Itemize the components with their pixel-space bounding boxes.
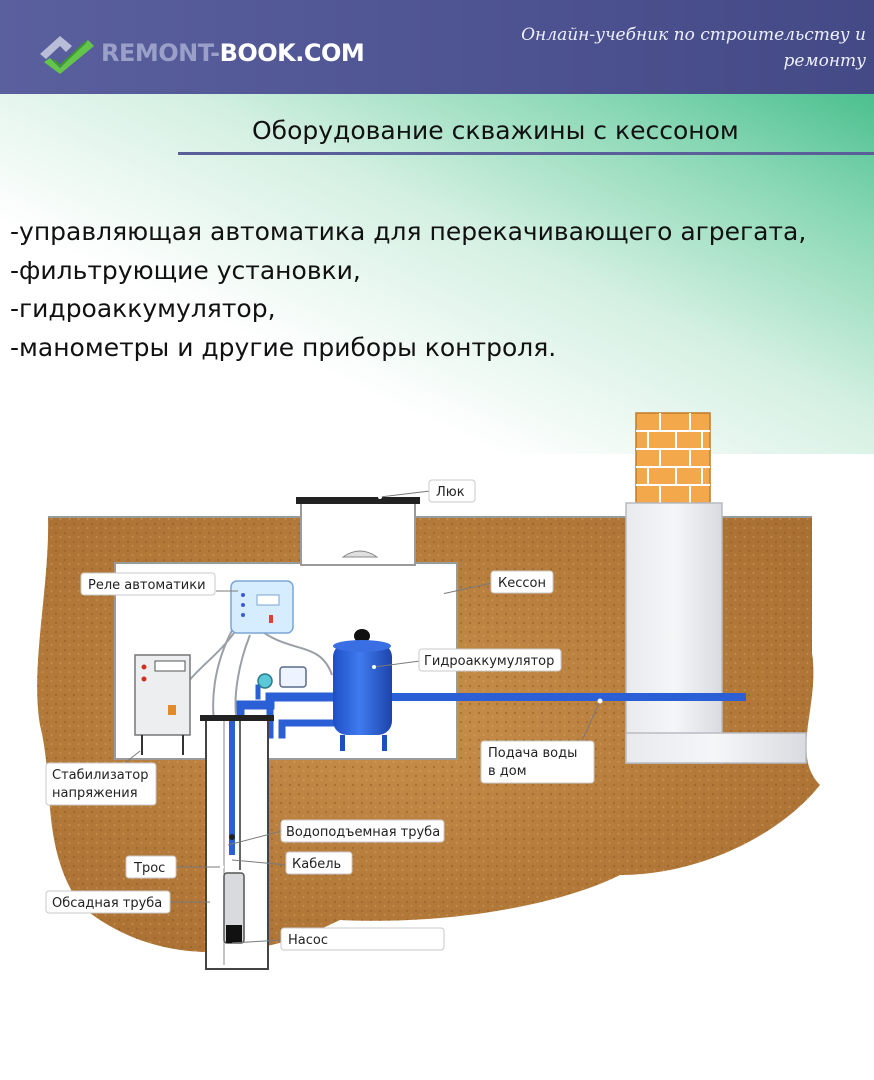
- equipment-item-accumulator: -гидроаккумулятор,: [10, 294, 276, 323]
- svg-text:Кабель: Кабель: [292, 857, 341, 872]
- logo-house-check-icon[interactable]: [38, 30, 98, 74]
- svg-text:Водоподъемная труба: Водоподъемная труба: [286, 825, 440, 840]
- label-hatch: Люк: [428, 479, 476, 503]
- pressure-switch: [257, 666, 307, 689]
- logo-text-part-b: BOOK.COM: [219, 39, 365, 67]
- equipment-item-gauges: -манометры и другие приборы контроля.: [10, 332, 557, 362]
- svg-text:Стабилизатор: Стабилизатор: [52, 768, 149, 783]
- equipment-item-filters: -фильтрующие установки,: [10, 255, 361, 285]
- label-relay: Реле автоматики: [80, 572, 216, 596]
- site-header: REMONT-BOOK.COM Онлайн-учебник по строит…: [0, 0, 874, 94]
- leader-lines: [119, 490, 601, 944]
- title-underline: [178, 152, 874, 155]
- caisson-well-diagram: Люк Кессон Реле автоматики Гидроаккумуля…: [37, 412, 820, 970]
- label-cable: Кабель: [285, 851, 353, 875]
- hydroaccumulator-tank: [333, 629, 392, 751]
- submersible-pump: [223, 872, 245, 944]
- svg-text:Обсадная труба: Обсадная труба: [52, 896, 162, 911]
- svg-text:Подача воды: Подача воды: [488, 746, 577, 761]
- svg-text:Люк: Люк: [436, 485, 465, 500]
- svg-text:напряжения: напряжения: [52, 786, 138, 801]
- equipment-list: -управляющая автоматика для перекачивающ…: [10, 213, 806, 367]
- svg-text:в дом: в дом: [488, 764, 527, 779]
- page-title: Оборудование скважины с кессоном: [252, 116, 739, 145]
- svg-text:Насос: Насос: [288, 933, 328, 948]
- logo-text[interactable]: REMONT-BOOK.COM: [101, 39, 365, 67]
- leader-dots: [210, 495, 603, 904]
- label-caisson: Кессон: [490, 570, 554, 594]
- label-water-supply: Подача воды в дом: [480, 740, 595, 784]
- label-riser-pipe: Водоподъемная труба: [280, 819, 445, 843]
- svg-text:Трос: Трос: [133, 861, 165, 876]
- label-pump: Насос: [280, 927, 445, 951]
- svg-text:Реле автоматики: Реле автоматики: [88, 578, 206, 593]
- equipment-item-automation: -управляющая автоматика для перекачивающ…: [10, 217, 807, 246]
- label-stabilizer: Стабилизатор напряжения: [45, 762, 157, 806]
- svg-text:Кессон: Кессон: [498, 576, 546, 591]
- label-accumulator: Гидроаккумулятор: [418, 648, 562, 672]
- logo-text-part-a: REMONT-: [101, 39, 220, 67]
- label-rope: Трос: [125, 855, 177, 879]
- label-casing: Обсадная труба: [45, 890, 171, 914]
- site-tagline: Онлайн-учебник по строительству и ремонт…: [521, 25, 866, 71]
- house-foundation: [625, 412, 807, 764]
- automation-relay-box: [230, 580, 294, 634]
- voltage-stabilizer: [134, 654, 191, 755]
- svg-text:Гидроаккумулятор: Гидроаккумулятор: [424, 654, 554, 669]
